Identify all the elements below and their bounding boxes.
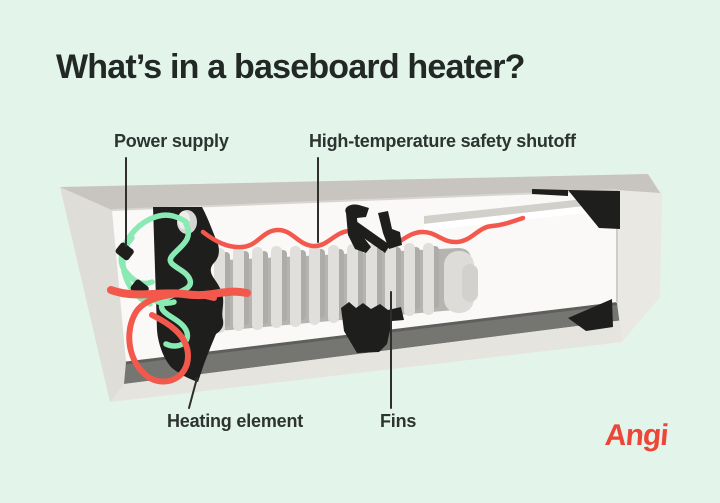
safety-shutoff-bracket <box>345 204 402 253</box>
power-supply-label: Power supply <box>114 131 229 151</box>
power-supply-wires <box>107 212 251 385</box>
fins-element <box>214 243 478 333</box>
heating-element-label: Heating element <box>167 411 304 431</box>
page-title: What’s in a baseboard heater? <box>56 48 525 86</box>
lower-fin-bracket <box>341 302 404 353</box>
angi-logo: Angi <box>603 419 670 452</box>
fin-row <box>214 243 439 333</box>
leader-heating-element <box>188 377 198 409</box>
fins-label: Fins <box>380 411 417 431</box>
safety-shutoff-label: High-temperature safety shutoff <box>309 131 576 151</box>
right-brackets <box>532 189 620 331</box>
leader-lines <box>125 157 392 409</box>
